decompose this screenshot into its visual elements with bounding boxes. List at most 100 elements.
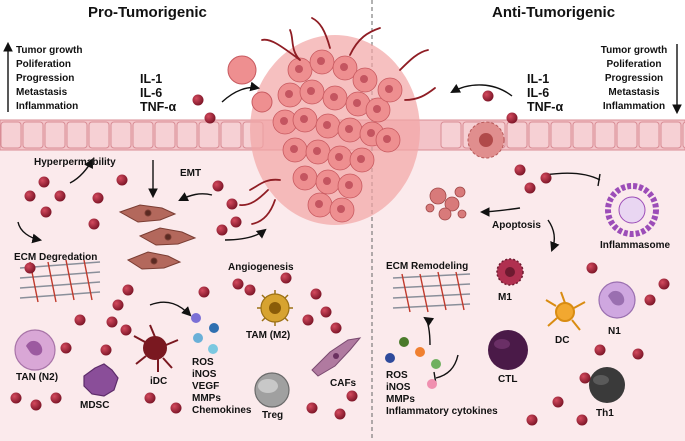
idc-label: iDC	[150, 376, 167, 387]
left-effect-item: Inflammation	[16, 100, 82, 114]
cytokine-granule	[217, 225, 228, 236]
epithelial-cell	[23, 122, 43, 148]
epithelial-cell	[595, 122, 615, 148]
th1-cell	[589, 367, 625, 403]
treg-label: Treg	[262, 410, 283, 421]
left-mediator: MMPs	[192, 393, 251, 405]
tumor-cell-nucleus	[280, 117, 288, 125]
epithelial-cell	[133, 122, 153, 148]
right-mediators-list: ROS iNOS MMPs Inflammatory cytokines	[386, 370, 498, 418]
right-mediator: iNOS	[386, 382, 498, 394]
cytokine-granule	[55, 191, 66, 202]
mdsc-label: MDSC	[80, 400, 109, 411]
left-effect-item: Metastasis	[16, 86, 82, 100]
cytokine-granule	[121, 325, 132, 336]
cytokine-granule	[205, 113, 216, 124]
epithelial-cell	[639, 122, 659, 148]
tumor-cell-nucleus	[313, 147, 321, 155]
n1-cell	[599, 282, 635, 318]
cytokine-granule	[347, 391, 358, 402]
inflammasome-label: Inflammasome	[600, 240, 670, 251]
epithelial-cell	[661, 122, 681, 148]
tumor-cell-nucleus	[300, 173, 308, 181]
epithelial-cell	[507, 122, 527, 148]
tumor-cell-nucleus	[323, 177, 331, 185]
right-effects-list: Tumor growth Poliferation Progression Me…	[598, 44, 670, 114]
left-cytokine: TNF-α	[140, 100, 176, 114]
epithelial-cell	[529, 122, 549, 148]
cytokine-granule	[31, 400, 42, 411]
cytokine-granule	[507, 113, 518, 124]
cytokine-granule	[41, 207, 52, 218]
right-cytokine: IL-1	[527, 72, 563, 86]
cytokine-granule	[525, 183, 536, 194]
apoptosis-label: Apoptosis	[492, 220, 541, 231]
cytokine-granule	[541, 173, 552, 184]
cytokine-granule	[11, 393, 22, 404]
cytokine-granule	[25, 263, 36, 274]
right-cytokine: TNF-α	[527, 100, 563, 114]
n1-label: N1	[608, 326, 621, 337]
right-effect-item: Metastasis	[598, 86, 670, 100]
cytokine-granule	[227, 199, 238, 210]
tumor-cell-nucleus	[315, 200, 323, 208]
epithelial-cell	[111, 122, 131, 148]
cytokine-granule	[245, 285, 256, 296]
cafs-label: CAFs	[330, 378, 356, 389]
cytokine-granule	[633, 349, 644, 360]
cytokine-granule	[321, 307, 332, 318]
tumor-cell-nucleus	[337, 205, 345, 213]
cytokine-granule	[331, 323, 342, 334]
emt-label: EMT	[180, 168, 201, 179]
ecm-remodeling-label: ECM Remodeling	[386, 261, 468, 272]
right-effect-item: Poliferation	[598, 58, 670, 72]
dc-label: DC	[555, 335, 569, 346]
cytokine-granule	[483, 91, 494, 102]
cytokine-granule	[117, 175, 128, 186]
tumor-cell-nucleus	[323, 121, 331, 129]
cytokine-granule	[577, 415, 588, 426]
cytokine-granule	[123, 285, 134, 296]
tumor-cell-nucleus	[300, 115, 308, 123]
ctl-label: CTL	[498, 374, 517, 385]
tumor-cell-nucleus	[340, 63, 348, 71]
cytokine-granule	[199, 287, 210, 298]
ctl-cell	[488, 330, 528, 370]
cytokine-granule	[107, 317, 118, 328]
cytokine-granule	[213, 181, 224, 192]
epithelial-cell	[221, 122, 241, 148]
left-cytokine: IL-6	[140, 86, 176, 100]
left-cytokine: IL-1	[140, 72, 176, 86]
cytokine-granule	[335, 409, 346, 420]
right-cytokine: IL-6	[527, 86, 563, 100]
epithelial-cell	[573, 122, 593, 148]
cytokine-granule	[89, 219, 100, 230]
left-effects-list: Tumor growth Poliferation Progression Me…	[16, 44, 82, 114]
tumor-cell-nucleus	[373, 105, 381, 113]
tumor-cell-nucleus	[307, 87, 315, 95]
cytokine-granule	[75, 315, 86, 326]
cytokine-granule	[553, 397, 564, 408]
anti-tumorigenic-title: Anti-Tumorigenic	[492, 4, 615, 21]
epithelial-cell	[1, 122, 21, 148]
cytokine-granule	[93, 193, 104, 204]
cytokine-granule	[659, 279, 670, 290]
m1-label: M1	[498, 292, 512, 303]
left-mediator: iNOS	[192, 369, 251, 381]
cytokine-granule	[145, 393, 156, 404]
left-mediator: Chemokines	[192, 405, 251, 417]
left-cytokines: IL-1 IL-6 TNF-α	[140, 72, 176, 114]
cytokine-granule	[101, 345, 112, 356]
cytokine-granule	[527, 415, 538, 426]
tumor-cell-nucleus	[360, 75, 368, 83]
cytokine-granule	[587, 263, 598, 274]
cytokine-granule	[113, 300, 124, 311]
right-effect-item: Tumor growth	[598, 44, 670, 58]
tumor-cell-nucleus	[290, 145, 298, 153]
tumor-cell-nucleus	[335, 153, 343, 161]
cytokine-granule	[311, 289, 322, 300]
treg-cell	[255, 373, 289, 407]
cytokine-granule	[580, 373, 591, 384]
epithelial-cell	[89, 122, 109, 148]
epithelial-cell	[441, 122, 461, 148]
